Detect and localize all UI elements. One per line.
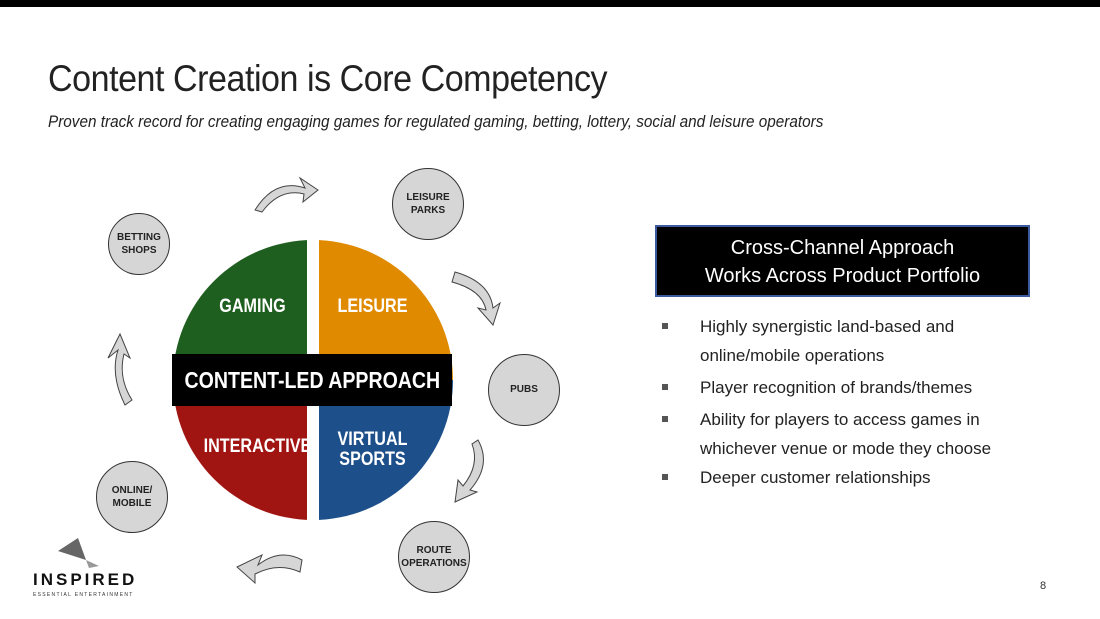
panel-heading: Cross-Channel Approach Works Across Prod… bbox=[655, 225, 1030, 297]
list-item: Highly synergistic land-based and online… bbox=[662, 312, 1042, 370]
quadrant-label-leisure: LEISURE bbox=[337, 296, 408, 317]
page-subtitle: Proven track record for creating engagin… bbox=[48, 112, 824, 131]
center-label: CONTENT-LED APPROACH bbox=[184, 366, 440, 393]
arrow-icon bbox=[454, 439, 484, 503]
arrow-icon bbox=[254, 176, 319, 213]
logo-mark-icon bbox=[58, 538, 99, 568]
list-item: Ability for players to access games in w… bbox=[662, 405, 1042, 463]
list-item: Deeper customer relationships bbox=[662, 463, 1042, 492]
quadrant-label-interactive: INTERACTIVE bbox=[203, 436, 312, 457]
bullet-text: Deeper customer relationships bbox=[700, 468, 931, 487]
bullet-icon bbox=[662, 474, 668, 480]
arrow-icon bbox=[451, 271, 501, 326]
bullet-icon bbox=[662, 416, 668, 422]
bullet-icon bbox=[662, 323, 668, 329]
arrow-icon bbox=[236, 553, 303, 585]
list-item: Player recognition of brands/themes bbox=[662, 373, 1042, 402]
bullet-text: Player recognition of brands/themes bbox=[700, 378, 973, 397]
channel-betting-shops: BETTING SHOPS bbox=[108, 213, 170, 275]
center-band: CONTENT-LED APPROACH bbox=[172, 354, 452, 406]
page-title: Content Creation is Core Competency bbox=[48, 58, 608, 99]
bullet-icon bbox=[662, 384, 668, 390]
quadrant-label-virtual-sports: VIRTUAL SPORTS bbox=[337, 429, 408, 470]
bullet-text: Highly synergistic land-based and online… bbox=[700, 317, 955, 365]
channel-route-operations: ROUTE OPERATIONS bbox=[398, 521, 470, 593]
arrow-icon bbox=[107, 332, 133, 406]
quadrant-label-gaming: GAMING bbox=[219, 296, 286, 317]
top-bar bbox=[0, 0, 1100, 7]
page-number: 8 bbox=[1040, 580, 1047, 592]
logo-name: INSPIRED bbox=[33, 570, 138, 589]
logo-tagline: ESSENTIAL ENTERTAINMENT bbox=[33, 592, 134, 598]
channel-online-mobile: ONLINE/ MOBILE bbox=[96, 461, 168, 533]
bullet-list: Highly synergistic land-based and online… bbox=[662, 312, 1042, 495]
bullet-text: Ability for players to access games in w… bbox=[700, 410, 992, 458]
channel-leisure-parks: LEISURE PARKS bbox=[392, 168, 464, 240]
channel-pubs: PUBS bbox=[488, 354, 560, 426]
